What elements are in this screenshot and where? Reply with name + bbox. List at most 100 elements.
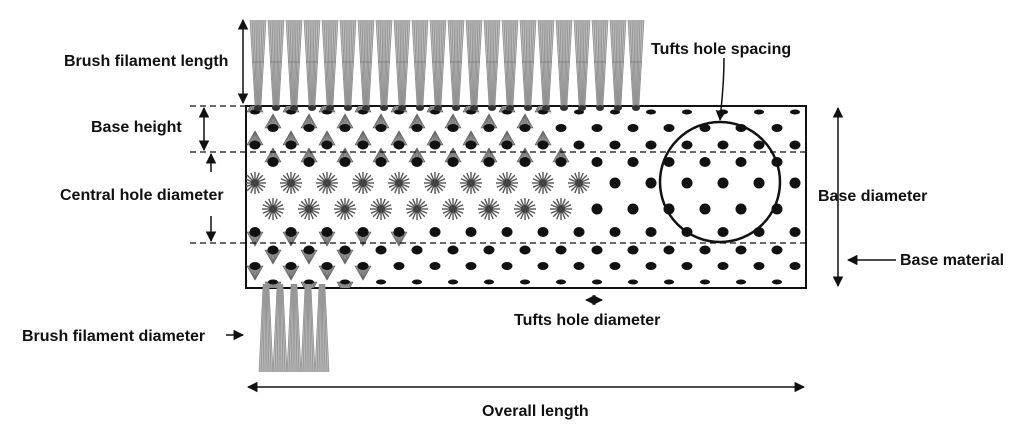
tufts-hole bbox=[519, 245, 531, 255]
tuft-side bbox=[246, 227, 264, 247]
tufts-hole bbox=[789, 177, 801, 189]
tuft-side bbox=[444, 113, 462, 132]
tuft-sunburst bbox=[460, 172, 482, 194]
tufts-hole bbox=[627, 124, 639, 132]
tufts-hole bbox=[753, 177, 765, 189]
tufts-hole bbox=[789, 227, 801, 237]
tufts-hole bbox=[645, 227, 657, 237]
tufts-hole bbox=[555, 245, 567, 255]
filament-bundle-top bbox=[303, 19, 321, 111]
tuft-side bbox=[246, 130, 264, 150]
filament-bundle-top bbox=[249, 19, 267, 111]
tufts-hole bbox=[735, 157, 747, 167]
label-brush-filament-length: Brush filament length bbox=[64, 53, 228, 70]
tuft-sunburst bbox=[406, 198, 428, 220]
tuft-side bbox=[282, 227, 300, 247]
tuft-side bbox=[336, 245, 354, 265]
tufts-hole bbox=[646, 109, 656, 115]
tufts-hole bbox=[681, 177, 693, 189]
label-overall-length: Overall length bbox=[482, 403, 589, 420]
filament-bundle-top bbox=[267, 19, 285, 111]
tuft-side bbox=[516, 147, 534, 167]
filament-bundle-top bbox=[375, 19, 393, 111]
tufts-hole bbox=[718, 109, 728, 115]
tufts-hole bbox=[412, 279, 422, 285]
filament-bundle-top bbox=[339, 19, 357, 111]
tuft-side bbox=[354, 262, 372, 281]
filament-bundle-top bbox=[627, 19, 645, 111]
tuft-side bbox=[300, 147, 318, 167]
dimension-arrows bbox=[198, 18, 896, 393]
tufts-hole bbox=[717, 262, 729, 270]
roller-base bbox=[245, 105, 807, 289]
label-tufts-hole-spacing: Tufts hole spacing bbox=[651, 41, 791, 58]
tuft-side bbox=[336, 147, 354, 167]
tufts-hole bbox=[753, 262, 765, 270]
tuft-side bbox=[336, 279, 354, 288]
tufts-hole bbox=[573, 140, 585, 150]
tuft-side bbox=[516, 113, 534, 132]
tufts-hole bbox=[789, 140, 801, 150]
tufts-hole bbox=[717, 227, 729, 237]
tufts-hole bbox=[699, 203, 711, 215]
tuft-sunburst bbox=[478, 198, 500, 220]
tuft-sunburst bbox=[550, 198, 572, 220]
tufts-hole bbox=[735, 203, 747, 215]
tuft-sunburst bbox=[496, 172, 518, 194]
tufts-hole bbox=[393, 262, 405, 270]
tufts-hole bbox=[375, 245, 387, 255]
label-base-material: Base material bbox=[900, 252, 1004, 269]
filament-bundle-bottom bbox=[272, 283, 288, 373]
tufts-hole bbox=[537, 262, 549, 270]
tuft-side bbox=[498, 130, 516, 150]
tufts-hole bbox=[483, 245, 495, 255]
tufts-hole bbox=[736, 279, 746, 285]
tufts-hole bbox=[790, 109, 800, 115]
label-tufts-hole-diameter: Tufts hole diameter bbox=[514, 312, 660, 329]
tufts-hole bbox=[699, 124, 711, 132]
tuft-side bbox=[318, 130, 336, 150]
tuft-side bbox=[372, 147, 390, 167]
tufts-hole bbox=[681, 262, 693, 270]
label-base-diameter: Base diameter bbox=[818, 188, 927, 205]
tuft-side bbox=[552, 147, 570, 167]
filament-bundle-top bbox=[321, 19, 339, 111]
tuft-side bbox=[426, 130, 444, 150]
tufts-hole bbox=[556, 279, 566, 285]
tufts-hole bbox=[537, 227, 549, 237]
tufts-hole bbox=[699, 245, 711, 255]
filament-bundle-top bbox=[483, 19, 501, 111]
label-base-height: Base height bbox=[91, 119, 182, 136]
tufts-hole bbox=[628, 279, 638, 285]
tuft-side bbox=[318, 262, 336, 281]
filament-bundle-top bbox=[465, 19, 483, 111]
tuft-side bbox=[480, 147, 498, 167]
tuft-sunburst bbox=[370, 198, 392, 220]
tuft-sunburst bbox=[532, 172, 554, 194]
tuft-side bbox=[264, 147, 282, 167]
tufts-hole bbox=[663, 124, 675, 132]
tufts-hole bbox=[429, 227, 441, 237]
tufts-hole bbox=[753, 140, 765, 150]
filament-bundle-top bbox=[447, 19, 465, 111]
tuft-side bbox=[246, 262, 264, 281]
tufts-hole-spacing-circle bbox=[658, 120, 782, 244]
tuft-side bbox=[390, 130, 408, 150]
tuft-sunburst bbox=[352, 172, 374, 194]
tuft-sunburst bbox=[334, 198, 356, 220]
filament-bundle-top bbox=[411, 19, 429, 111]
labels: Brush filament length Base height Centra… bbox=[22, 41, 1004, 420]
tuft-side bbox=[462, 130, 480, 150]
tufts-hole-spacing-leader bbox=[715, 57, 727, 122]
tuft-side bbox=[336, 113, 354, 132]
tufts-hole bbox=[573, 227, 585, 237]
tufts-hole bbox=[771, 245, 783, 255]
tuft-side bbox=[444, 147, 462, 167]
tuft-side bbox=[264, 245, 282, 265]
tuft-side bbox=[372, 113, 390, 132]
tuft-sunburst bbox=[316, 172, 338, 194]
filament-bundle-top bbox=[555, 19, 573, 111]
tuft-sunburst bbox=[424, 172, 446, 194]
tufts-hole bbox=[484, 279, 494, 285]
tufts-hole bbox=[663, 245, 675, 255]
